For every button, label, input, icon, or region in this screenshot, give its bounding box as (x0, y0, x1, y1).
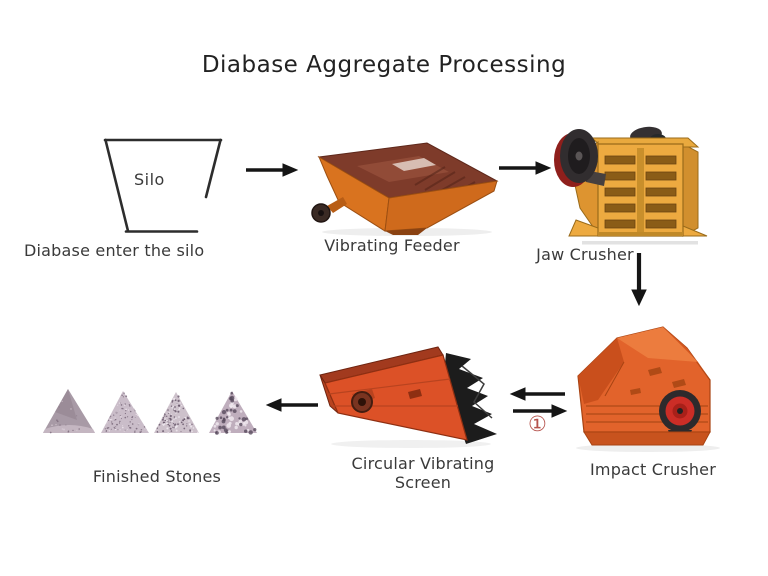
silo-shape (103, 138, 223, 233)
stone-pile-2 (101, 391, 149, 434)
impact-crusher-caption: Impact Crusher (589, 460, 716, 479)
recirculation-marker: ① (528, 412, 547, 436)
stone-pile-1 (43, 389, 95, 434)
vibrating-feeder-caption: Vibrating Feeder (324, 236, 460, 255)
circular-vibrating-screen-drawing (319, 346, 497, 448)
jaw-crusher-caption: Jaw Crusher (536, 245, 634, 264)
arrow-feeder-to-jaw-crusher (499, 161, 552, 175)
impact-crusher-image (576, 326, 720, 452)
vibrating-feeder-image (311, 142, 499, 236)
silo-label: Silo (134, 170, 165, 189)
arrow-silo-to-feeder (246, 163, 299, 177)
impact-crusher-drawing (576, 326, 720, 452)
finished-stones-caption: Finished Stones (92, 467, 222, 486)
circular-vibrating-screen-caption: Circular Vibrating Screen (351, 454, 495, 492)
page-title: Diabase Aggregate Processing (201, 52, 567, 78)
stone-pile-4 (209, 391, 257, 435)
circular-vibrating-screen-image (319, 346, 497, 448)
arrow-impact-to-screen (509, 387, 565, 401)
finished-stones-image (43, 389, 257, 435)
jaw-crusher-drawing (554, 126, 708, 245)
jaw-crusher-image (554, 126, 708, 245)
silo-caption: Diabase enter the silo (24, 241, 205, 260)
stone-pile-3 (154, 392, 199, 434)
arrow-screen-to-stones (265, 398, 318, 412)
vibrating-feeder-drawing (311, 142, 499, 236)
